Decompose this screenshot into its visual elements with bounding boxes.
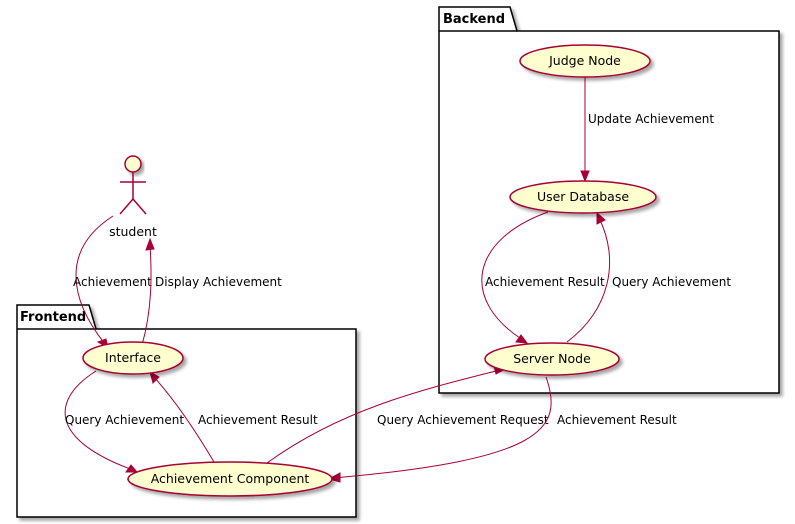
edge-label-database-to-server: Achievement Result	[485, 275, 605, 289]
edge-server-to-database: Query Achievement	[566, 211, 731, 343]
edge-judge-to-database: Update Achievement	[580, 77, 714, 183]
edge-label-judge-to-database: Update Achievement	[588, 112, 714, 126]
usecase-server-node-label: Server Node	[513, 351, 591, 366]
edge-interface-to-component: Query Achievement	[64, 370, 184, 473]
edge-server-to-component: Achievement Result	[327, 376, 677, 483]
frontend-package-title: Frontend	[20, 310, 86, 325]
usecase-achievement-component-label: Achievement Component	[151, 471, 310, 486]
actor-left-leg	[119, 198, 134, 215]
edge-label-interface-to-student: Display Achievement	[155, 275, 282, 289]
actor-label: student	[109, 224, 157, 239]
edge-label-server-to-database: Query Achievement	[612, 275, 731, 289]
edge-label-server-to-component: Achievement Result	[557, 413, 677, 427]
usecase-achievement-component: Achievement Component	[127, 461, 333, 497]
usecase-interface: Interface	[82, 341, 184, 375]
edge-student-to-interface: Achievement	[73, 215, 152, 350]
edge-label-component-to-server: Query Achievement Request	[377, 413, 549, 427]
edge-component-to-interface: Achievement Result	[149, 370, 318, 463]
usecase-judge-node-label: Judge Node	[548, 53, 621, 68]
backend-package-title: Backend	[443, 12, 505, 27]
usecase-judge-node: Judge Node	[519, 44, 651, 78]
edge-database-to-server: Achievement Result	[481, 211, 605, 344]
usecase-interface-label: Interface	[105, 350, 161, 365]
usecase-server-node: Server Node	[484, 342, 620, 376]
edge-label-interface-to-component: Query Achievement	[65, 413, 184, 427]
actor-head	[124, 155, 142, 173]
usecase-user-database-label: User Database	[537, 189, 629, 204]
edges: Achievement Display Achievement Query Ac…	[64, 77, 731, 483]
usecase-user-database: User Database	[509, 180, 657, 214]
edge-component-to-server: Query Achievement Request	[266, 365, 549, 464]
edge-label-student-to-interface: Achievement	[73, 275, 152, 289]
student-actor: student	[109, 155, 157, 239]
edge-label-component-to-interface: Achievement Result	[198, 413, 318, 427]
edge-interface-to-student: Display Achievement	[141, 237, 282, 346]
actor-right-leg	[132, 198, 147, 215]
